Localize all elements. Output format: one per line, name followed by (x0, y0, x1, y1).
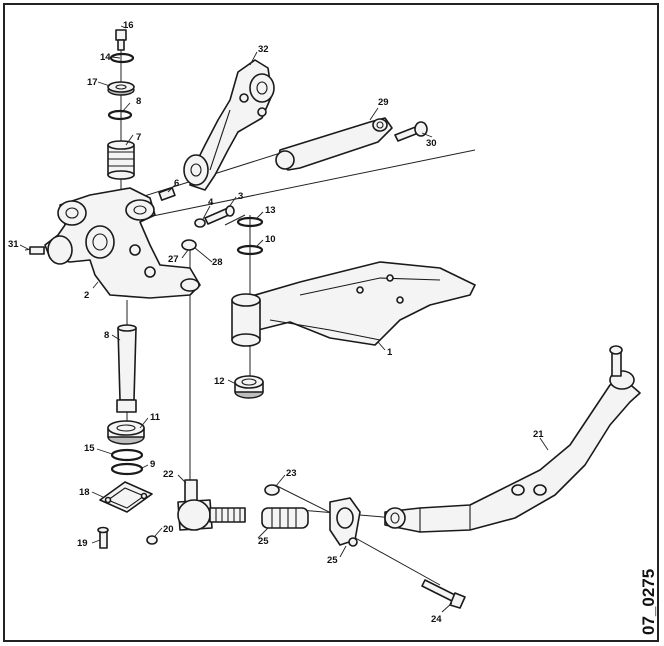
plate-18 (99, 481, 153, 513)
ring-9 (110, 462, 144, 476)
nut-20 (146, 535, 158, 545)
callout-7: 7 (136, 132, 141, 143)
callout-16: 16 (123, 20, 134, 31)
top-bolt-16 (115, 29, 127, 51)
callout-19: 19 (77, 538, 88, 549)
mount-bracket-32 (183, 59, 275, 191)
callout-23: 23 (286, 468, 297, 479)
ring-15 (110, 448, 144, 462)
bolt-19 (97, 526, 109, 549)
callout-12: 12 (214, 376, 225, 387)
control-arm-1 (231, 261, 476, 347)
bushing-17 (107, 81, 135, 96)
callout-27: 27 (168, 254, 179, 265)
spring-bushing-7 (107, 140, 135, 180)
callout-25-clamp: 25 (327, 555, 338, 566)
bolt-30 (394, 121, 428, 142)
steering-knuckle-2 (44, 187, 201, 299)
sleeve-25 (261, 507, 309, 529)
callout-1: 1 (387, 347, 393, 358)
callout-14: 14 (100, 52, 111, 63)
bushing-12 (234, 375, 264, 399)
nut-4 (194, 218, 206, 228)
callout-32: 32 (258, 44, 269, 55)
callout-6: 6 (174, 178, 179, 189)
nut-28 (181, 239, 197, 251)
callout-10: 10 (265, 234, 276, 245)
callout-4: 4 (208, 197, 214, 208)
bolt-3 (204, 205, 235, 225)
callout-24: 24 (431, 614, 442, 625)
diagram-frame (3, 3, 659, 642)
callout-31: 31 (8, 239, 19, 250)
callout-15: 15 (84, 443, 95, 454)
callout-21: 21 (533, 429, 544, 440)
callout-9: 9 (150, 459, 155, 470)
callout-3: 3 (238, 191, 243, 202)
ring-10 (236, 244, 264, 256)
callout-28: 28 (212, 257, 223, 268)
clamp-25 (329, 497, 361, 547)
callout-25-sleeve: 25 (258, 536, 269, 547)
callout-13: 13 (265, 205, 276, 216)
nut-23 (264, 484, 280, 496)
callout-11: 11 (150, 412, 161, 423)
callout-20: 20 (163, 524, 174, 535)
callout-18: 18 (79, 487, 90, 498)
reference-code: 07_0275 (639, 569, 658, 635)
washer-14 (109, 52, 135, 64)
strut-arm-29 (275, 117, 393, 171)
callout-29: 29 (378, 97, 389, 108)
bearing-11 (107, 420, 145, 445)
callout-labels: 16 14 17 8 7 32 29 30 6 3 4 13 10 31 27 … (8, 20, 544, 625)
callout-30: 30 (426, 138, 437, 149)
callout-8-lower: 8 (104, 330, 109, 341)
leader-lines (19, 25, 549, 613)
callout-2: 2 (84, 290, 89, 301)
bolt-6 (158, 187, 176, 201)
callout-22: 22 (163, 469, 174, 480)
kingpin-8 (116, 324, 137, 413)
callout-17: 17 (87, 77, 98, 88)
drag-link-21 (384, 345, 641, 533)
bolt-24 (421, 579, 466, 609)
ring-8-top (107, 109, 133, 121)
screw-31 (29, 246, 45, 255)
ring-13 (236, 216, 264, 228)
tie-rod-end-22 (177, 479, 246, 531)
callout-8-top: 8 (136, 96, 141, 107)
